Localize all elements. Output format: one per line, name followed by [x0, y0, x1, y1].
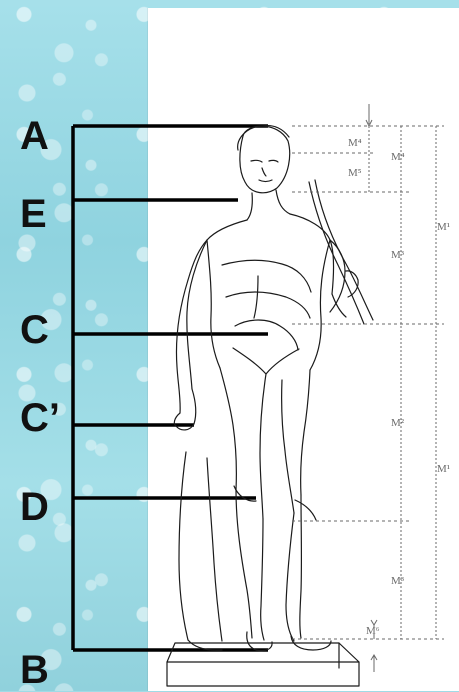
label-a: A [20, 116, 49, 156]
label-b: B [20, 650, 49, 690]
measure-label-m3-lower: M³ [391, 575, 405, 587]
measure-label-m5-top: M⁵ [348, 167, 362, 179]
label-d: D [20, 487, 49, 527]
measure-label-m1-upper: M¹ [437, 221, 450, 233]
measurement-labels: M⁴ M⁵ M⁴ M³ M¹ M² M¹ M³ M⁶ [348, 137, 450, 637]
measure-label-m4-top: M⁴ [348, 137, 362, 149]
measure-label-m6: M⁶ [366, 625, 380, 637]
measure-label-m1-lower: M¹ [437, 463, 450, 475]
label-c: C [20, 310, 49, 350]
measure-label-m3-upper: M³ [391, 249, 405, 261]
statue-sketch [167, 126, 373, 686]
measure-label-m4-right: M⁴ [391, 151, 405, 163]
label-e: E [20, 194, 47, 234]
measure-label-m2: M² [391, 417, 405, 429]
measurement-guides [292, 104, 444, 672]
label-c-prime: C’ [20, 398, 60, 438]
